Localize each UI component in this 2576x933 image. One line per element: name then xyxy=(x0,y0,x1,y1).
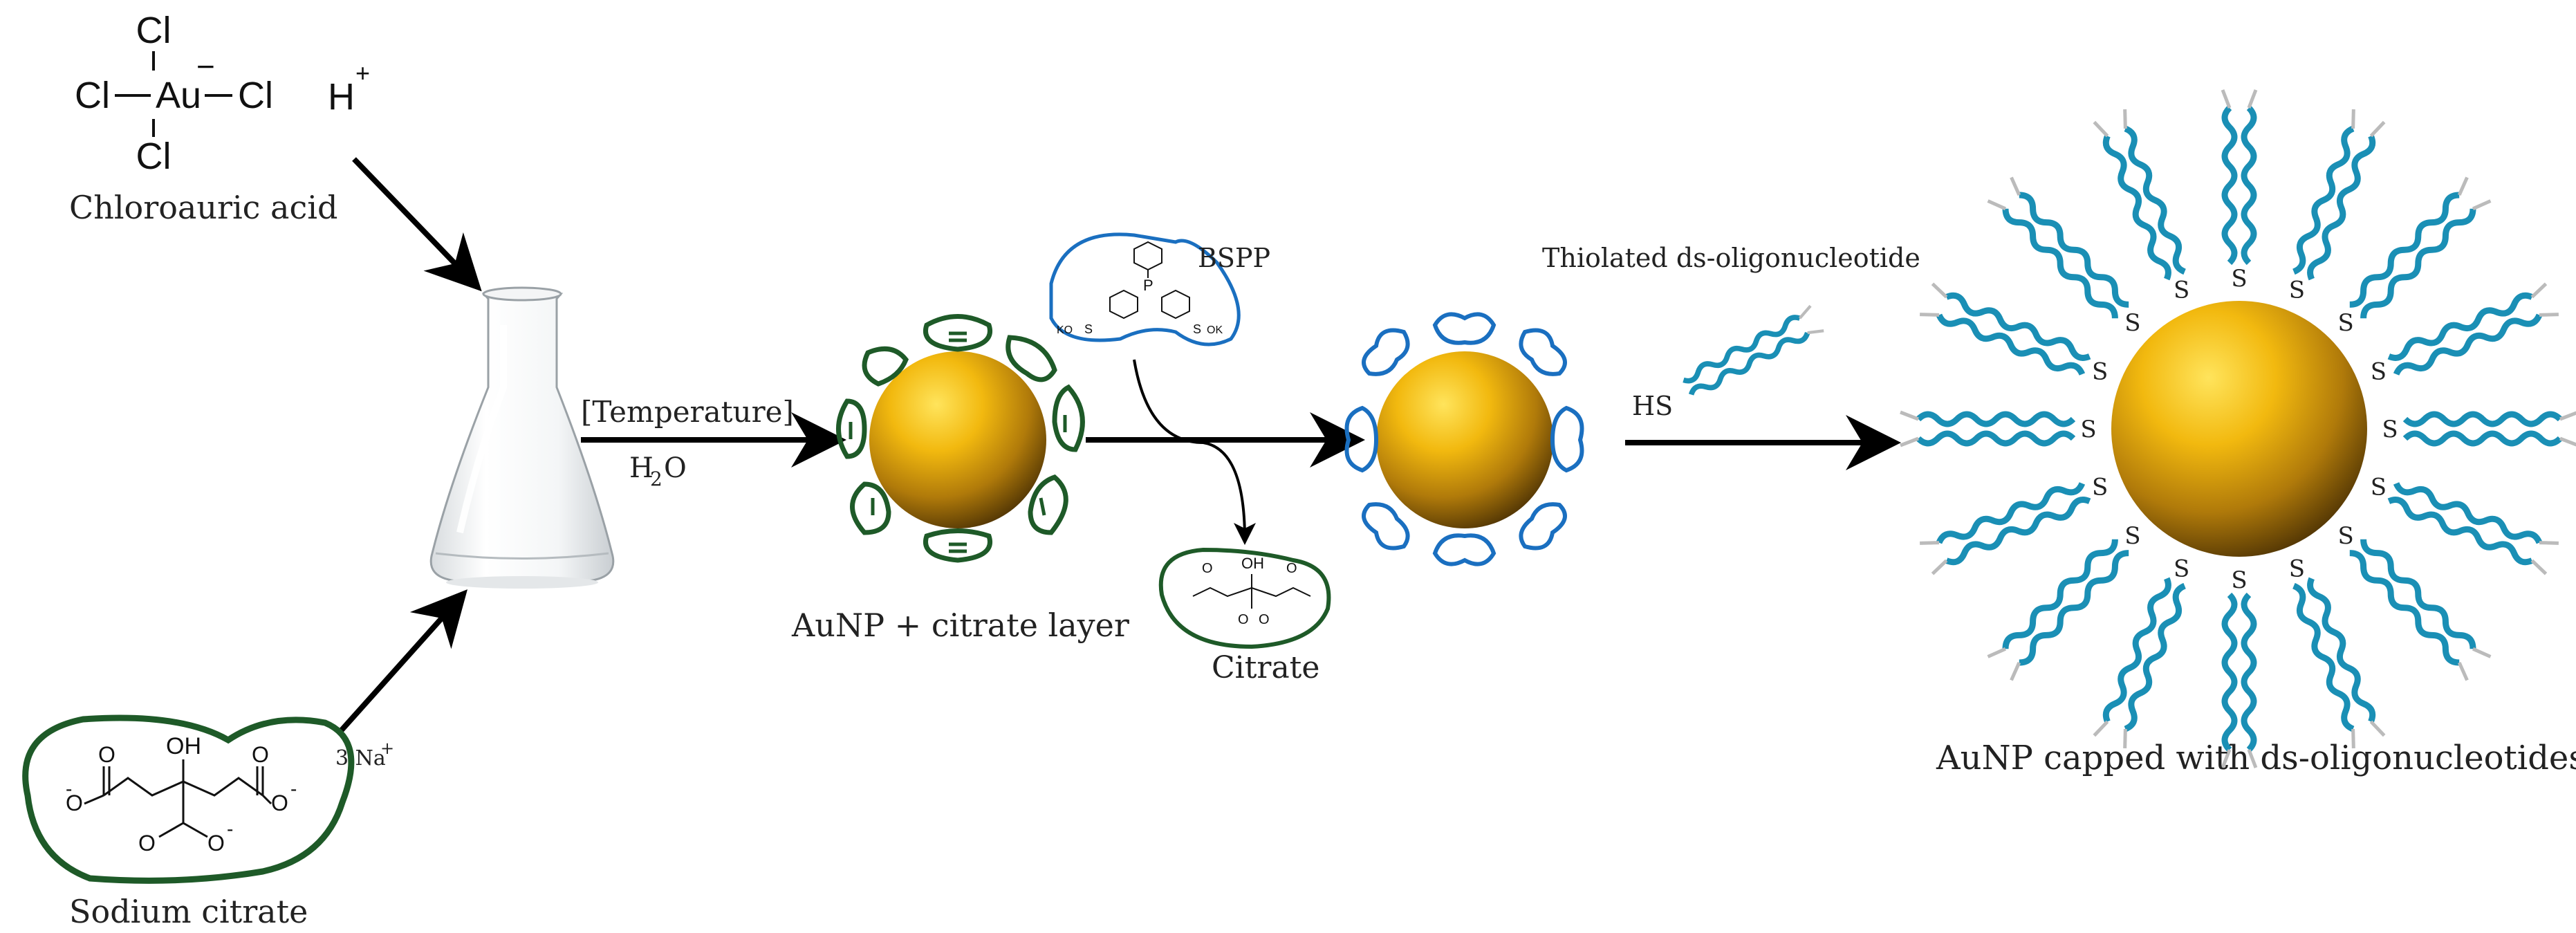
svg-text:OH: OH xyxy=(1241,555,1264,572)
s-atom: S xyxy=(2231,566,2247,594)
bspp-label: BSPP xyxy=(1198,243,1270,273)
condition-water: H 2 O xyxy=(629,452,687,490)
cl-left: Cl xyxy=(75,75,110,116)
dna-strand xyxy=(2345,178,2491,324)
s-atom: S xyxy=(2092,358,2108,386)
sodium-citrate-caption: Sodium citrate xyxy=(69,893,308,930)
s-atom: S xyxy=(2337,522,2353,550)
svg-text:O: O xyxy=(1259,612,1270,627)
dna-strand xyxy=(1988,178,2134,324)
dna-strand xyxy=(2288,109,2384,281)
sodium-counterion-charge: + xyxy=(380,739,394,758)
dna-strand xyxy=(2345,535,2491,681)
svg-text:O: O xyxy=(1238,612,1249,627)
cl-right: Cl xyxy=(238,75,273,116)
thiol-dna-strand xyxy=(1680,306,1824,400)
svg-text:O: O xyxy=(252,742,269,767)
svg-text:H: H xyxy=(629,452,654,484)
svg-text:O: O xyxy=(664,452,687,484)
dna-strand xyxy=(2405,412,2576,445)
dna-strand xyxy=(1988,535,2134,681)
svg-text:O: O xyxy=(271,791,288,815)
proton-charge: + xyxy=(355,59,370,87)
svg-text:O: O xyxy=(207,831,225,856)
citrate-leaving-structure: OH O O O O xyxy=(1158,547,1331,649)
arrow-citrate-to-flask xyxy=(337,589,468,735)
dna-strand xyxy=(2223,90,2256,263)
svg-text:S: S xyxy=(1193,322,1201,336)
svg-text:KO: KO xyxy=(1057,324,1073,336)
svg-text:O: O xyxy=(98,742,115,767)
dna-strand xyxy=(2094,576,2191,748)
svg-text:-: - xyxy=(290,778,297,800)
s-atom: S xyxy=(2124,309,2140,337)
sodium-counterion: 3 Na xyxy=(335,746,386,770)
s-atom: S xyxy=(2124,522,2140,550)
dna-strand xyxy=(2288,576,2384,748)
svg-text:2: 2 xyxy=(650,468,662,490)
s-atom: S xyxy=(2382,416,2398,443)
arrow-acid-to-flask xyxy=(352,157,482,292)
cl-top: Cl xyxy=(136,10,172,51)
dna-strand xyxy=(2387,284,2559,380)
citrate-leaving-caption: Citrate xyxy=(1212,650,1319,685)
s-atom: S xyxy=(2289,555,2305,582)
proton: H xyxy=(328,76,355,118)
bspp-structure: P S KO S OK xyxy=(1049,232,1241,347)
svg-text:O: O xyxy=(1286,561,1297,576)
dna-strand xyxy=(1920,284,2092,380)
s-atom: S xyxy=(2371,358,2387,386)
chloroauric-acid-structure: Cl Cl Au − Cl Cl H + xyxy=(75,10,370,177)
au-charge: − xyxy=(196,48,215,84)
s-atom: S xyxy=(2092,473,2108,501)
aunp-bspp-particle xyxy=(1344,312,1584,566)
final-caption: AuNP capped with ds-oligonucleotides xyxy=(1936,739,2576,777)
s-atom: S xyxy=(2231,265,2247,293)
svg-text:O: O xyxy=(66,791,83,815)
dna-strand xyxy=(1900,412,2073,445)
s-atom: S xyxy=(2080,416,2096,443)
s-atom: S xyxy=(2371,473,2387,501)
s-atom: S xyxy=(2174,555,2189,582)
dna-strand xyxy=(1920,477,2092,574)
svg-text:-: - xyxy=(227,818,233,840)
chloroauric-acid-caption: Chloroauric acid xyxy=(69,189,337,226)
svg-text:OK: OK xyxy=(1207,324,1223,336)
s-atom: S xyxy=(2174,277,2189,304)
cl-bottom: Cl xyxy=(136,136,172,177)
svg-text:O: O xyxy=(138,831,156,856)
sodium-citrate-structure: OH O O - O O - O O - xyxy=(22,714,355,884)
svg-text:P: P xyxy=(1143,277,1153,294)
thiol-hs: HS xyxy=(1632,391,1673,421)
svg-text:O: O xyxy=(1202,561,1213,576)
au-atom: Au xyxy=(156,75,201,116)
condition-temperature: [Temperature] xyxy=(581,395,794,429)
aunp-citrate-particle xyxy=(836,314,1085,563)
s-atom: S xyxy=(2337,309,2353,337)
aunp-citrate-caption: AuNP + citrate layer xyxy=(791,607,1129,644)
svg-text:OH: OH xyxy=(166,733,201,759)
s-atom: S xyxy=(2289,277,2305,304)
dna-strand xyxy=(2094,109,2191,281)
svg-text:S: S xyxy=(1084,322,1093,336)
arrow-bspp-exchange xyxy=(1133,359,1256,545)
erlenmeyer-flask-icon xyxy=(429,286,615,589)
svg-text:-: - xyxy=(66,778,72,800)
dna-strand xyxy=(2387,477,2559,574)
thiol-label: Thiolated ds-oligonucleotide xyxy=(1542,243,1920,273)
